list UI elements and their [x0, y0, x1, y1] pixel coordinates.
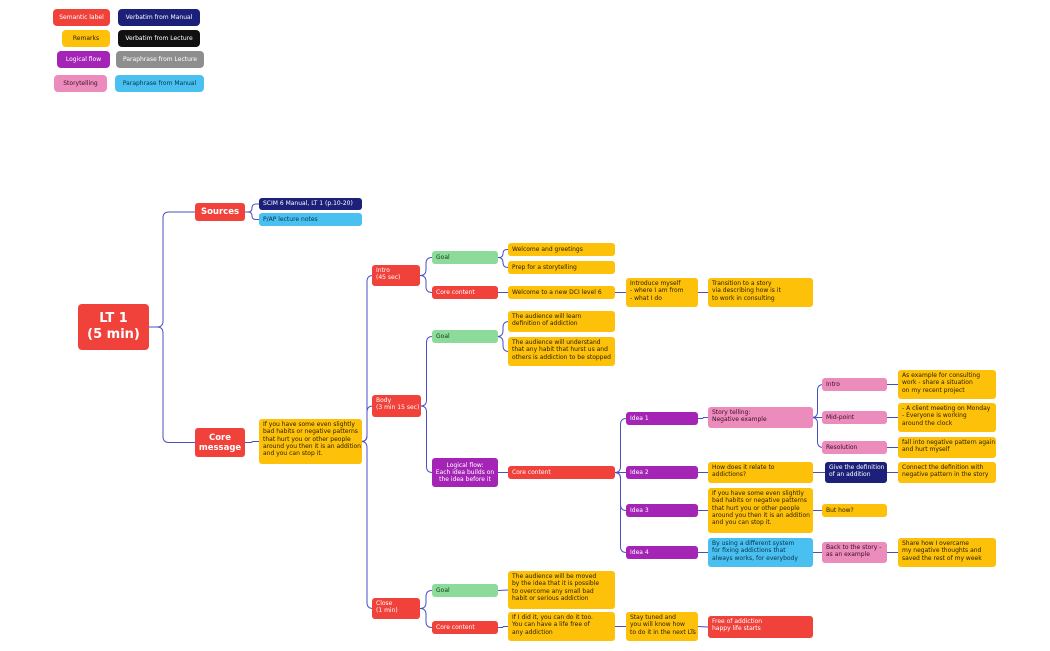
idea-3-core-message: If you have some even slightly bad habit… — [708, 488, 813, 533]
connector-body-goal-to-body-goal-learn — [496, 321, 510, 337]
body-node: Body (3 min 15 sec) — [372, 395, 421, 417]
sources-node: Sources — [195, 203, 245, 221]
core-message-node: Core message — [195, 428, 245, 457]
connector-sources-node-to-source-manual — [245, 203, 259, 213]
close-content-free: Free of addiction happy life starts — [708, 616, 813, 638]
intro-core-content: Core content — [432, 286, 498, 299]
idea-2-definition: Give the definition of an addition — [825, 462, 887, 483]
idea-4-share: Share how I overcame my negative thought… — [898, 538, 996, 567]
close-content-did-it: If I did it, you can do it too. You can … — [508, 612, 615, 641]
close-core-content: Core content — [432, 621, 498, 634]
idea-3: Idea 3 — [626, 504, 698, 517]
close-goal-moved: The audience will be moved by the idea t… — [508, 571, 615, 609]
legend-semantic-label: Semantic label — [53, 9, 110, 26]
intro-content-welcome: Welcome to a new DCI level 6 — [508, 286, 615, 299]
intro-content-introduce: Introduce myself - where I am from - wha… — [626, 278, 698, 307]
body-goal-understand: The audience will understand that any ha… — [508, 337, 615, 366]
close-content-stay-tuned: Stay tuned and you will know how to do i… — [626, 612, 698, 641]
body-core-content: Core content — [508, 466, 615, 479]
intro-goal-prep: Prep for a storytelling — [508, 261, 615, 274]
connector-intro-node-to-intro-core-content — [419, 275, 433, 293]
idea-4-back-to-story: Back to the story - as an example — [822, 542, 887, 563]
idea-2-connect: Connect the definition with negative pat… — [898, 462, 996, 483]
source-manual: SCIM 6 Manual, LT 1 (p.10-20) — [259, 198, 362, 210]
story-mid-point: Mid-point — [822, 411, 887, 424]
idea-3-but-how: But how? — [822, 504, 887, 517]
story-intro-text: As example for consulting work - share a… — [898, 370, 996, 399]
connector-body-core-content-to-idea-1 — [614, 418, 627, 473]
core-message-text: If you have some even slightly bad habit… — [259, 419, 362, 464]
connector-intro-goal-to-intro-goal-welcome — [498, 249, 508, 258]
legend-storytelling: Storytelling — [54, 75, 107, 92]
connector-body-core-content-to-idea-4 — [614, 472, 627, 553]
idea-2-relate: How does it relate to addictions? — [708, 462, 813, 483]
close-goal: Goal — [432, 584, 498, 597]
body-goal-learn: The audience will learn definition of ad… — [508, 311, 615, 332]
idea-4-system: By using a different system for fixing a… — [708, 538, 813, 567]
close-node: Close (1 min) — [372, 598, 420, 619]
connector-close-core-content-to-close-content-did-it — [498, 626, 508, 628]
connector-intro-goal-to-intro-goal-prep — [497, 257, 509, 268]
story-resolution-text: fall into negative pattern again and hur… — [898, 437, 996, 458]
connector-intro-node-to-intro-goal — [419, 257, 433, 276]
connector-core-message-text-to-close-node — [360, 441, 374, 609]
idea-4: Idea 4 — [626, 546, 698, 559]
connector-idea-1-to-idea-1-storytelling — [698, 417, 708, 419]
root-node: LT 1 (5 min) — [78, 304, 149, 350]
body-logical-flow: Logical flow: Each idea builds on the id… — [432, 458, 498, 487]
story-resolution: Resolution — [822, 441, 887, 454]
intro-node: Intro (45 sec) — [372, 265, 420, 286]
connector-idea-1-storytelling-to-story-resolution — [811, 417, 824, 448]
connector-close-goal-to-close-goal-moved — [497, 589, 509, 591]
connector-body-goal-to-body-goal-understand — [496, 336, 510, 352]
connector-sources-node-to-source-lecture — [245, 211, 259, 220]
connector-body-node-to-body-goal — [420, 336, 433, 407]
legend-lecture-verbatim: Verbatim from Lecture — [118, 30, 200, 47]
story-mid-point-text: - A client meeting on Monday - Everyone … — [898, 403, 996, 432]
connector-core-message-node-to-core-message-text — [245, 441, 259, 443]
connector-body-node-to-body-logical-flow — [420, 405, 433, 473]
legend-logical-flow: Logical flow — [57, 51, 110, 68]
connector-root-node-to-sources-node — [149, 211, 195, 328]
legend-lecture-paraphrase: Paraphrase from Lecture — [116, 51, 204, 68]
intro-content-transition: Transition to a story via describing how… — [708, 278, 813, 307]
idea-1: Idea 1 — [626, 412, 698, 425]
story-intro: Intro — [822, 378, 887, 391]
legend-manual-verbatim: Verbatim from Manual — [118, 9, 200, 26]
source-lecture: P/AP lecture notes — [259, 213, 362, 226]
intro-goal-welcome: Welcome and greetings — [508, 243, 615, 256]
connector-root-node-to-core-message-node — [149, 326, 195, 443]
connector-close-content-stay-tuned-to-close-content-free — [697, 626, 709, 628]
connector-close-node-to-close-core-content — [419, 608, 433, 628]
idea-1-storytelling: Story telling: Negative example — [708, 407, 813, 428]
legend-remarks: Remarks — [62, 30, 110, 47]
connector-core-message-text-to-body-node — [360, 405, 374, 442]
intro-goal: Goal — [432, 251, 498, 264]
body-goal: Goal — [432, 330, 498, 343]
idea-2: Idea 2 — [626, 466, 698, 479]
connector-close-node-to-close-goal — [419, 590, 433, 609]
legend-manual-paraphrase: Paraphrase from Manual — [115, 75, 204, 92]
